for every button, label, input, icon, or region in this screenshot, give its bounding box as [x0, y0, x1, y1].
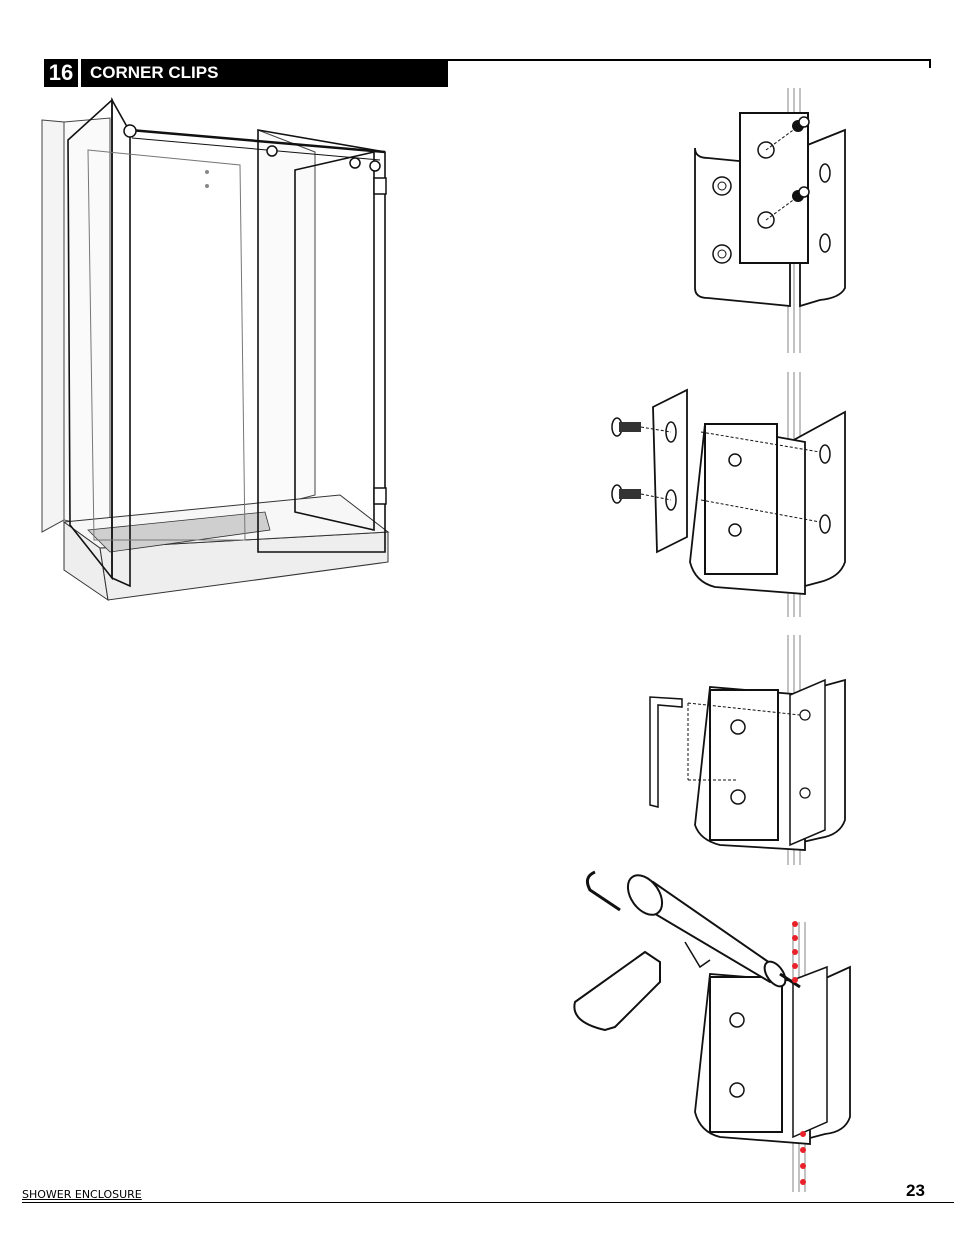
clip-screws-removal-illustration: [690, 88, 860, 358]
header-rule: [448, 59, 930, 61]
footer-document-label: SHOWER ENCLOSURE: [22, 1188, 142, 1202]
hex-key-tightening-illustration: [640, 635, 855, 870]
shower-enclosure-illustration: [40, 100, 400, 610]
clip-placement-illustration: [605, 372, 855, 620]
footer-rule: [22, 1202, 954, 1203]
header-rule-tick: [929, 59, 931, 68]
step-number: 16: [44, 59, 81, 87]
page-number: 23: [906, 1181, 925, 1201]
step-header: 16 CORNER CLIPS: [44, 59, 448, 87]
step-title: CORNER CLIPS: [90, 59, 218, 87]
caulking-illustration: [565, 862, 860, 1197]
